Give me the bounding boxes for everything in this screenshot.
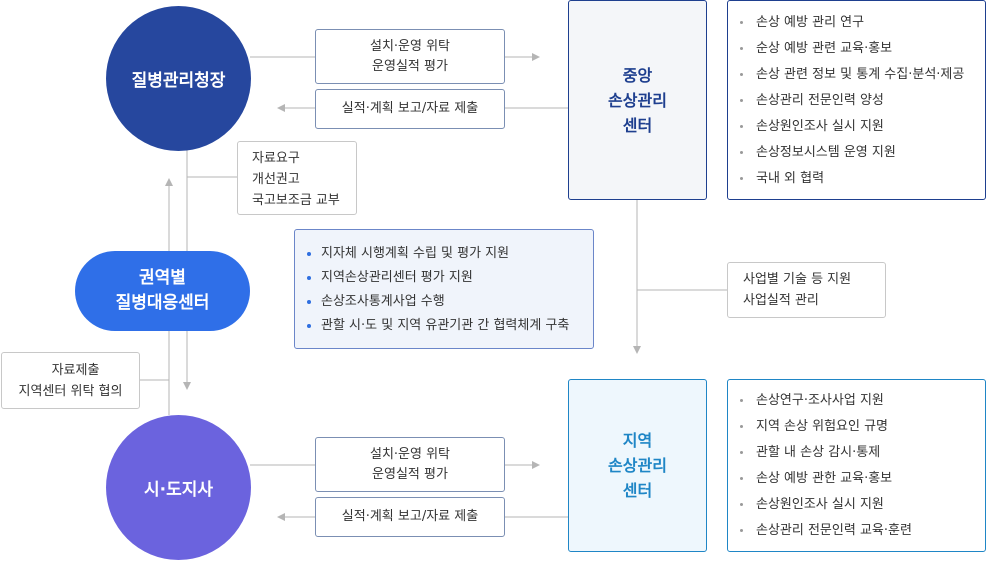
regional-disease-response-center-node: 권역별 질병대응센터: [75, 251, 250, 331]
list-item: 손상 관련 정보 및 통계 수집·분석·제공: [728, 62, 985, 88]
local-center-line3: 센터: [622, 481, 653, 500]
local-center-line2: 손상관리: [608, 456, 667, 475]
bottom-report-label: 실적·계획 보고/자료 제출: [341, 509, 479, 524]
kdca-to-metro-line2: 개선권고: [252, 172, 300, 187]
list-item: 손상 예방 관리 연구: [728, 10, 985, 36]
list-item: 관할 내 손상 감시·통제: [728, 440, 985, 466]
regional-roles-list: 지자체 시행계획 수립 및 평가 지원 지역손상관리센터 평가 지원 손상조사통…: [294, 229, 594, 349]
top-delegate-line1: 설치·운영 위탁: [369, 38, 451, 54]
list-item: 지역손상관리센터 평가 지원: [295, 266, 593, 290]
arrow-left-top: [277, 104, 285, 112]
list-item: 손상연구·조사사업 지원: [728, 388, 985, 414]
list-item: 손상정보시스템 운영 지원: [728, 140, 985, 166]
arrow-right-top: [532, 53, 540, 61]
arrow-down-center: [633, 346, 641, 354]
local-center-line1: 지역: [622, 431, 653, 450]
list-item: 손상 예방 관한 교육·홍보: [728, 466, 985, 492]
metro-to-kdca-box: 자료제출 지역센터 위탁 협의: [1, 352, 140, 409]
bottom-delegate-line2: 운영실적 평가: [372, 466, 448, 482]
bottom-report-box: 실적·계획 보고/자료 제출: [315, 497, 505, 537]
list-item: 손상관리 전문인력 양성: [728, 88, 985, 114]
local-roles-list: 손상연구·조사사업 지원 지역 손상 위험요인 규명 관할 내 손상 감시·통제…: [727, 379, 986, 552]
regional-center-label-line2: 질병대응센터: [115, 293, 210, 313]
central-center-line2: 손상관리: [608, 90, 667, 110]
metro-governor-label: 시·도지사: [143, 480, 214, 500]
kdca-to-metro-line1: 자료요구: [252, 151, 300, 166]
top-delegate-line2: 운영실적 평가: [372, 58, 448, 74]
kdca-commissioner-label: 질병관리청장: [131, 71, 226, 91]
metro-governor-node: 시·도지사: [106, 415, 251, 560]
list-item: 손상원인조사 실시 지원: [728, 492, 985, 518]
list-item: 손상조사통계사업 수행: [295, 290, 593, 314]
kdca-to-metro-box: 자료요구 개선권고 국고보조금 교부: [237, 141, 357, 215]
top-report-label: 실적·계획 보고/자료 제출: [341, 101, 479, 116]
kdca-commissioner-node: 질병관리청장: [106, 6, 251, 151]
list-item: 국내 외 협력: [728, 166, 985, 192]
top-delegate-box: 설치·운영 위탁 운영실적 평가: [315, 29, 505, 84]
arrow-up-left: [165, 178, 173, 186]
bottom-delegate-line1: 설치·운영 위탁: [369, 446, 451, 462]
central-center-line1: 중앙: [622, 65, 653, 85]
arrow-left-bottom: [277, 513, 285, 521]
local-injury-center-box: 지역 손상관리 센터: [568, 379, 707, 552]
regional-center-label-line1: 권역별: [139, 268, 186, 288]
list-item: 순상 예방 관련 교육·홍보: [728, 36, 985, 62]
bottom-delegate-box: 설치·운영 위탁 운영실적 평가: [315, 437, 505, 492]
list-item: 손상원인조사 실시 지원: [728, 114, 985, 140]
metro-to-kdca-line1: 자료제출: [51, 363, 100, 378]
list-item: 지자체 시행계획 수립 및 평가 지원: [295, 242, 593, 266]
arrow-right-bottom: [532, 461, 540, 469]
top-report-box: 실적·계획 보고/자료 제출: [315, 89, 505, 129]
central-to-local-line1: 사업별 기술 등 지원: [743, 272, 852, 287]
central-to-local-box: 사업별 기술 등 지원 사업실적 관리: [727, 262, 886, 318]
central-center-line3: 센터: [622, 115, 653, 135]
central-to-local-line2: 사업실적 관리: [743, 293, 819, 308]
list-item: 관할 시·도 및 지역 유관기관 간 협력체계 구축: [295, 314, 593, 338]
central-injury-center-box: 중앙 손상관리 센터: [568, 0, 707, 200]
list-item: 손상관리 전문인력 교육·훈련: [728, 518, 985, 544]
arrow-down-right: [183, 382, 191, 390]
list-item: 지역 손상 위험요인 규명: [728, 414, 985, 440]
kdca-to-metro-line3: 국고보조금 교부: [252, 193, 340, 208]
central-roles-list: 손상 예방 관리 연구 순상 예방 관련 교육·홍보 손상 관련 정보 및 통계…: [727, 0, 986, 200]
metro-to-kdca-line2: 지역센터 위탁 협의: [18, 384, 123, 399]
